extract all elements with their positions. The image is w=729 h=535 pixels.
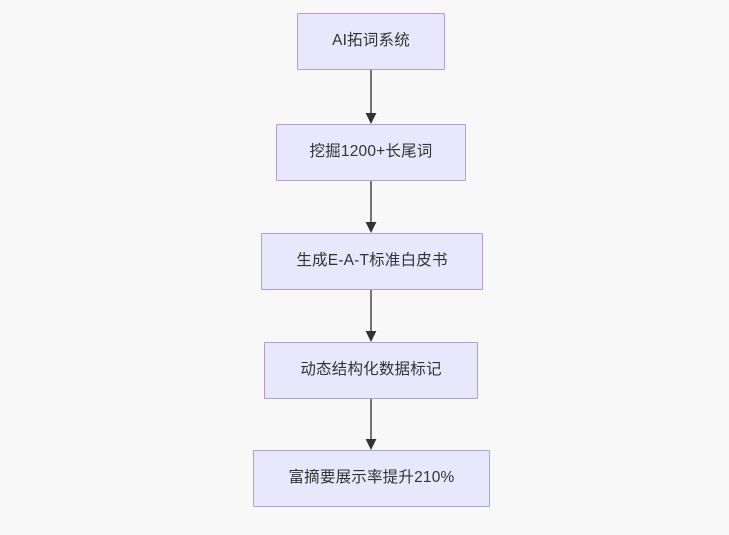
flow-edge-n4-n5: [365, 399, 377, 450]
flow-node-dynamic-structured-data-markup[interactable]: 动态结构化数据标记: [264, 342, 478, 399]
arrowhead-icon: [365, 331, 377, 342]
flow-node-rich-snippet-impression-lift[interactable]: 富摘要展示率提升210%: [253, 450, 490, 507]
flow-node-ai-keyword-system[interactable]: AI拓词系统: [297, 13, 445, 70]
flow-node-mine-longtail-keywords[interactable]: 挖掘1200+长尾词: [276, 124, 466, 181]
flow-edge-n2-n3: [365, 181, 377, 233]
flow-edge-n3-n4: [365, 290, 377, 342]
arrowhead-icon: [365, 439, 377, 450]
arrowhead-icon: [365, 113, 377, 124]
flow-node-label: AI拓词系统: [332, 32, 410, 50]
flow-node-label: 挖掘1200+长尾词: [309, 143, 433, 161]
arrowhead-icon: [365, 222, 377, 233]
flow-edge-n1-n2: [365, 70, 377, 124]
flow-node-label: 富摘要展示率提升210%: [288, 469, 455, 487]
flow-node-label: 动态结构化数据标记: [300, 361, 442, 379]
flow-node-label: 生成E-A-T标准白皮书: [296, 252, 448, 270]
flow-node-generate-eat-whitepaper[interactable]: 生成E-A-T标准白皮书: [261, 233, 483, 290]
